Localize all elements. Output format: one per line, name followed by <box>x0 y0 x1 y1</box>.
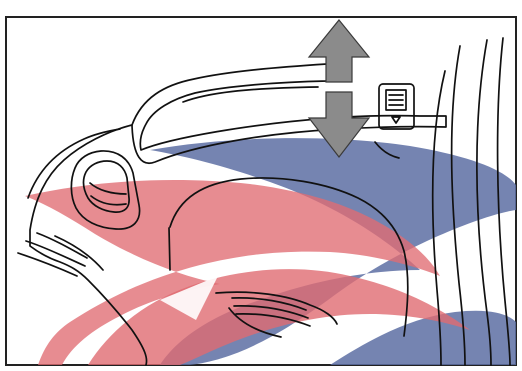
height-adjustment-arrows <box>309 20 369 157</box>
watermark-logo <box>25 138 516 365</box>
headrest-groove <box>183 87 318 102</box>
lower-slot-2 <box>26 241 85 266</box>
center-panel-left-edge <box>169 228 170 270</box>
up-arrow <box>309 20 369 82</box>
release-tab-mark <box>389 95 403 123</box>
lower-slot-3 <box>37 233 87 258</box>
